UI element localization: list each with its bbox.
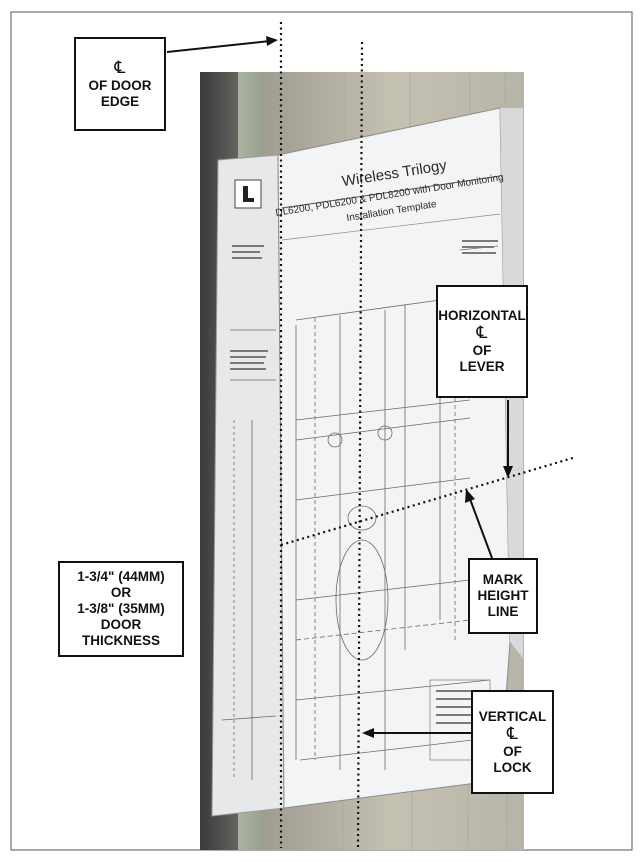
centerline-symbol: ℄ (476, 323, 488, 343)
callout-text: LOCK (493, 759, 532, 775)
centerline-symbol: ℄ (507, 723, 518, 744)
callout-text: LINE (487, 604, 519, 619)
lock-vertical-centerline (356, 41, 364, 849)
horizontal-lever-callout: HORIZONTAL ℄ OF LEVER (436, 285, 528, 398)
template-edge-flap (211, 154, 285, 817)
mark-height-arrow (469, 498, 493, 559)
callout-text: MARK (482, 572, 524, 587)
callout-text: LEVER (459, 359, 505, 374)
vertical-lock-callout: VERTICAL ℄ OF LOCK (471, 690, 554, 794)
callout-text: 1-3/8" (35MM) (77, 601, 165, 616)
installation-template-paper: Wireless Trilogy DL6200, PDL6200 & PDL82… (211, 107, 523, 817)
callout-text: OF (472, 343, 492, 358)
callout-text: THICKNESS (81, 633, 160, 648)
template-fine-print (230, 240, 498, 724)
callout-text: 1-3/4" (44MM) (77, 569, 165, 584)
callout-text: OF (503, 743, 522, 759)
door-thickness-callout: 1-3/4" (44MM) OR 1-3/8" (35MM) DOOR THIC… (58, 561, 184, 657)
mark-height-line-callout: MARK HEIGHT LINE (468, 558, 538, 634)
callout-title: HORIZONTAL (438, 308, 526, 323)
callout-text: OF DOOR (88, 77, 152, 93)
door-edge-arrow (166, 40, 271, 53)
callout-text: DOOR (100, 617, 142, 632)
callout-text: EDGE (100, 93, 140, 109)
centerline-symbol: ℄ (114, 57, 126, 78)
door-edge-callout: ℄ OF DOOR EDGE (74, 37, 166, 131)
callout-arrows (166, 36, 513, 738)
callout-text: OR (110, 585, 132, 600)
callout-text: HEIGHT (477, 588, 529, 603)
lever-horizontal-centerline (280, 455, 577, 547)
callout-title: VERTICAL (478, 708, 547, 724)
